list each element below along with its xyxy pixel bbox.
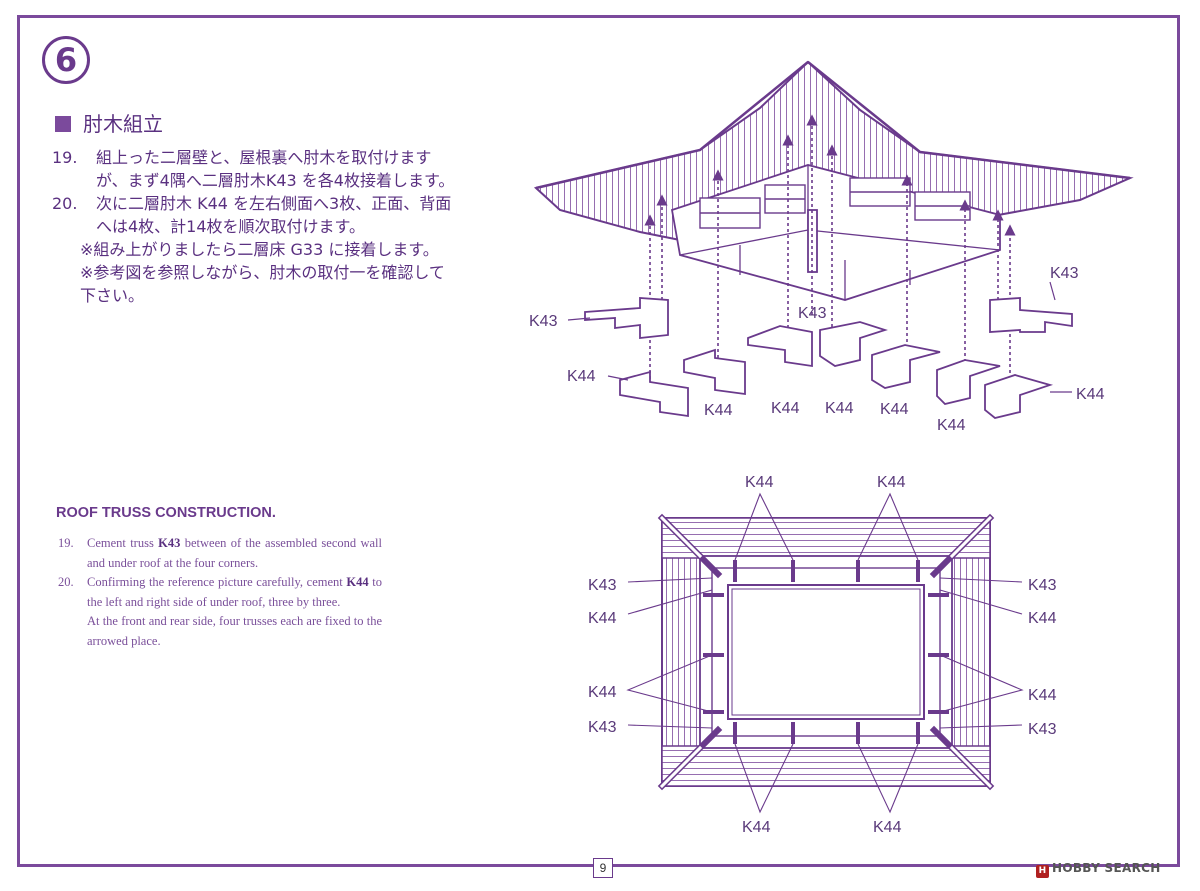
iso-label-k44-5: K44 [880,401,909,418]
jp-step-19: 19. 組上った二層壁と、屋根裏へ肘木を取付けますが、まず4隅へ二層肘木K43 … [52,146,456,192]
truss-k44-4 [819,321,888,367]
roof-ridge-left [535,61,809,190]
iso-label-k44-4: K44 [825,400,854,417]
isometric-roof-diagram: K43 K43 K43 K44 K44 K44 K44 K44 K44 K44 [529,60,1134,434]
truss-k43-left [584,297,669,340]
jp-note-2: ※参考図を参照しながら、肘木の取付一を確認して下さい。 [80,263,445,305]
iso-label-k44-6: K44 [937,417,966,434]
plan-label-k44-bottom-left: K44 [742,819,771,836]
hobby-search-logo-icon: H [1036,865,1049,878]
en-step-19-number: 19. [58,536,74,550]
assembly-arrows [644,114,1016,385]
en-step-19: 19. Cement truss K43 between of the assem… [58,534,382,573]
plan-truss-marks [703,560,949,744]
isometric-leaders [567,281,1072,393]
plan-label-k44-upper-right: K44 [1028,610,1057,627]
en-step-19-pre: Cement truss [87,536,159,550]
wall-windows [699,177,971,229]
iso-label-k44-3: K44 [771,400,800,417]
iso-label-k44-2: K44 [704,402,733,419]
square-bullet-icon [55,116,71,132]
en-step-19-part: K43 [158,536,181,550]
en-step-20-number: 20. [58,575,74,589]
iso-label-k43-right: K43 [1050,265,1079,282]
jp-step-19-text: 組上った二層壁と、屋根裏へ肘木を取付けますが、まず4隅へ二層肘木K43 を各4枚… [96,148,455,190]
jp-step-20: 20. 次に二層肘木 K44 を左右側面へ3枚、正面、背面へは4枚、計14枚を順… [52,192,456,238]
plan-label-k44-upper-left: K44 [588,610,617,627]
jp-step-19-number: 19. [52,148,78,167]
jp-section-heading: 肘木組立 [55,108,163,137]
en-step-20-pre: Confirming the reference picture careful… [87,575,347,589]
plan-inner-floor [727,584,925,720]
plan-label-k44-top-right: K44 [877,474,906,491]
jp-note-1: ※組み上がりましたら二層床 G33 に接着します。 [80,240,439,259]
truss-k44-3 [747,325,813,368]
en-step-20-post: to the left and right side of under roof… [87,575,382,609]
truss-k44-5 [871,344,941,389]
jp-step-20-text: 次に二層肘木 K44 を左右側面へ3枚、正面、背面へは4枚、計14枚を順次取付け… [96,194,452,236]
en-instructions: 19. Cement truss K43 between of the assem… [58,534,382,651]
page-number: 9 [593,858,613,878]
watermark-text: HOBBY SEARCH [1052,861,1161,875]
plan-label-k43-upper-left: K43 [588,577,617,594]
iso-label-k43-center: K43 [798,305,827,322]
plan-leaders [626,492,1024,814]
en-step-20: 20. Confirming the reference picture care… [58,573,382,651]
truss-k44-1 [619,370,689,418]
en-step-20-extra: At the front and rear side, four trusses… [87,614,382,648]
plan-label-k44-mid-right: K44 [1028,687,1057,704]
truss-k43-right [989,297,1073,333]
en-section-title: ROOF TRUSS CONSTRUCTION. [56,505,276,521]
roof-ridge-right [807,61,1131,180]
plan-view-diagram: K44 K44 K43 K44 K43 K44 K44 K44 K43 K43 … [588,474,1057,836]
step-number-badge: 6 [42,36,90,84]
jp-heading-text: 肘木組立 [83,112,163,136]
plan-label-k44-top-left: K44 [745,474,774,491]
jp-step-20-number: 20. [52,194,78,213]
en-step-20-part: K44 [346,575,369,589]
en-step-19-post: between of the assembled second wall and… [87,536,382,570]
plan-label-k44-bottom-right: K44 [873,819,902,836]
iso-label-k43-left: K43 [529,313,558,330]
truss-k44-7 [984,374,1054,419]
truss-parts [584,297,1073,419]
plan-label-k43-lower-left: K43 [588,719,617,736]
plan-label-k43-upper-right: K43 [1028,577,1057,594]
plan-label-k43-lower-right: K43 [1028,721,1057,738]
iso-label-k44-7: K44 [1076,386,1105,403]
plan-label-k44-mid-left: K44 [588,684,617,701]
truss-k44-6 [936,359,1001,405]
iso-label-k44-1: K44 [567,368,596,385]
truss-k44-2 [683,348,746,396]
jp-instructions: 19. 組上った二層壁と、屋根裏へ肘木を取付けますが、まず4隅へ二層肘木K43 … [52,146,460,307]
